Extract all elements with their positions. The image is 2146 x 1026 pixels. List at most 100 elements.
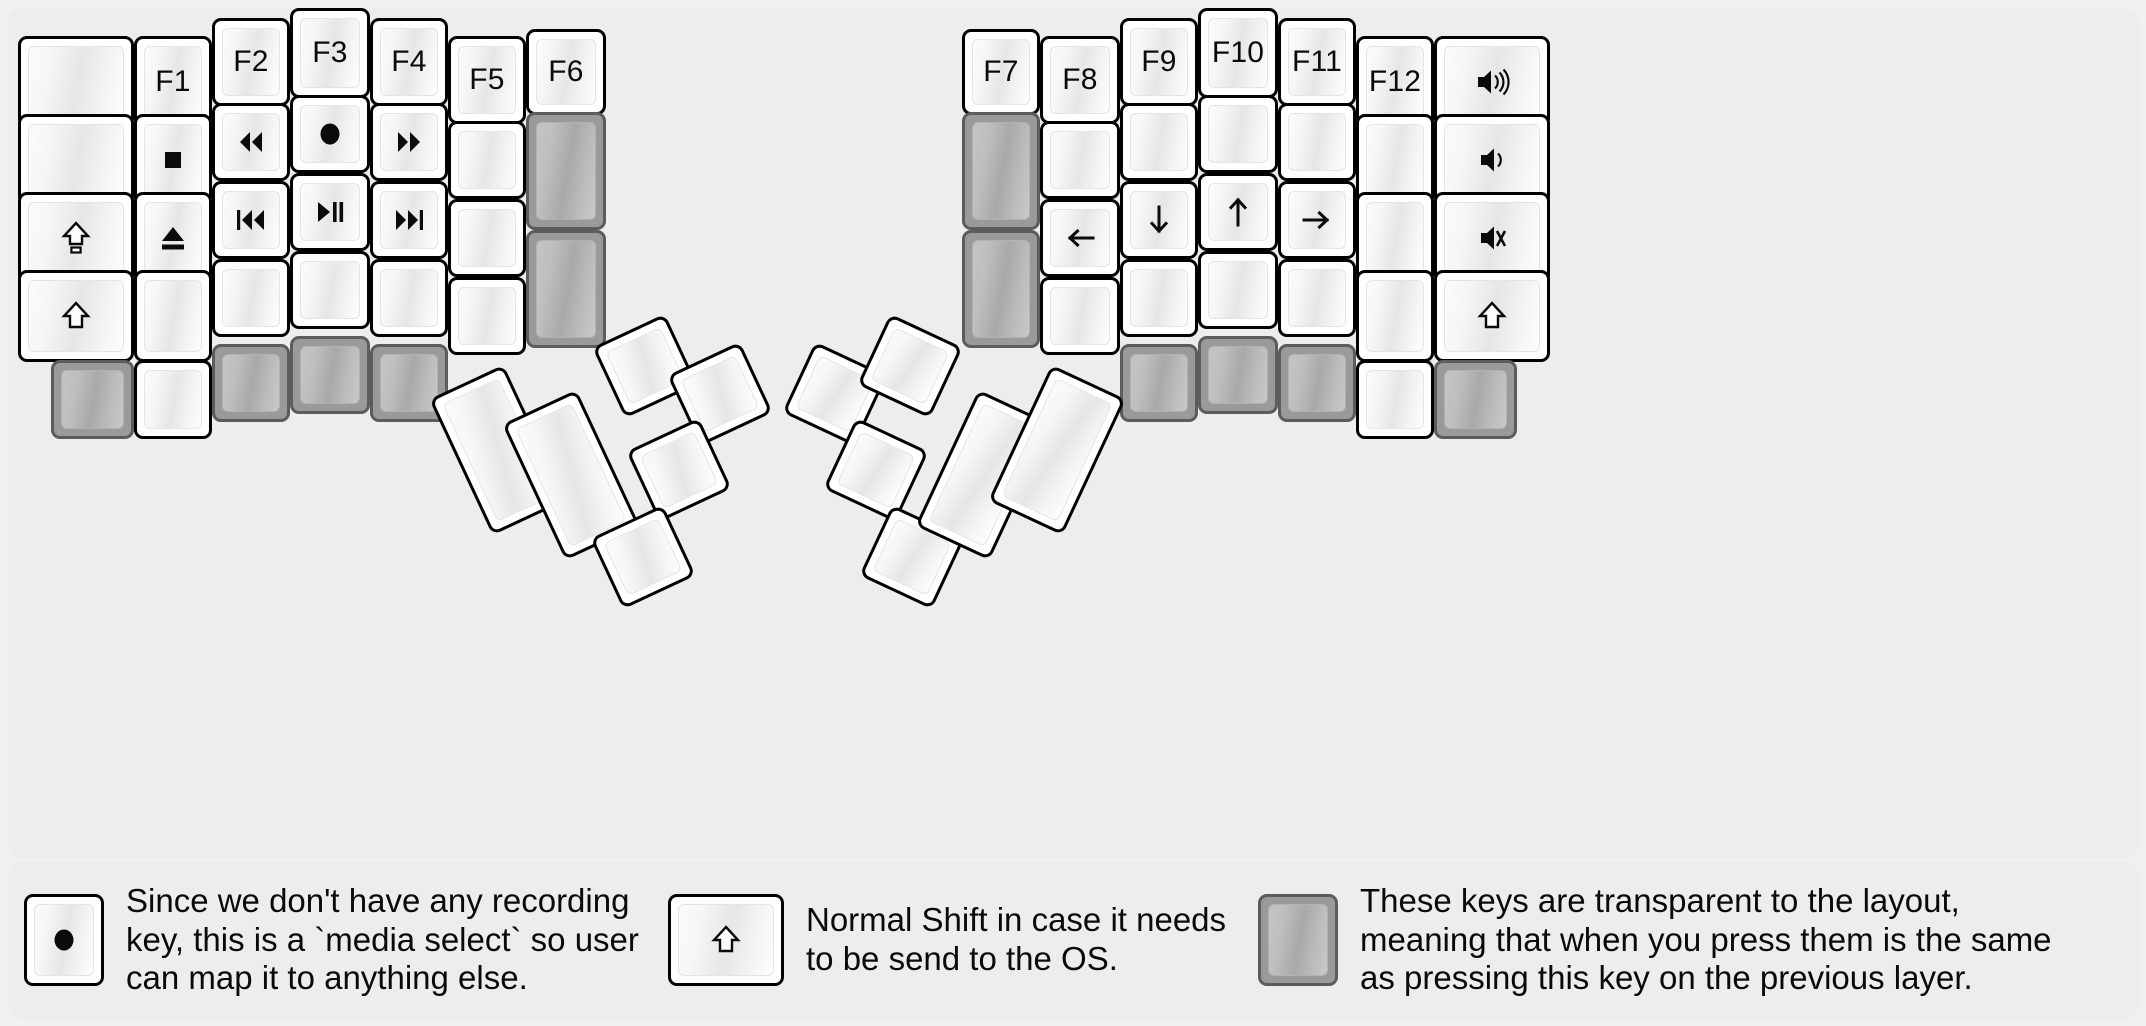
left-l-c4-r5[interactable] (290, 336, 370, 414)
right-r-c7-r2[interactable] (1434, 114, 1550, 206)
left-l-c4-r3[interactable] (290, 173, 370, 251)
left-l-c1-r3[interactable] (18, 192, 134, 284)
right-r-c7-r4[interactable] (1434, 270, 1550, 362)
right-r-c2-r1[interactable]: F8 (1040, 36, 1120, 124)
right-r-c1-r1[interactable]: F7 (962, 29, 1040, 115)
legend-description: Since we don't have any recording key, t… (126, 881, 639, 997)
right-r-c4-r1[interactable]: F10 (1198, 8, 1278, 98)
right-r-c2-r3[interactable] (1040, 199, 1120, 277)
key-label: F4 (391, 45, 427, 78)
right-r-c3-r2[interactable] (1120, 103, 1198, 181)
keycap-surface (1288, 28, 1346, 96)
right-r-c3-r5[interactable] (1120, 344, 1198, 422)
right-r-c5-r2[interactable] (1278, 103, 1356, 181)
left-l-c7-r1[interactable]: F6 (526, 29, 606, 115)
right-r-c2-r2[interactable] (1040, 121, 1120, 199)
keycap-surface (1130, 28, 1188, 96)
right-r-c5-r5[interactable] (1278, 344, 1356, 422)
right-r-c4-r4[interactable] (1198, 251, 1278, 329)
right-r-c4-r2[interactable] (1198, 95, 1278, 173)
keycap-surface (28, 46, 124, 118)
right-r-c5-r1[interactable]: F11 (1278, 18, 1356, 106)
left-l-c1-r4[interactable] (18, 270, 134, 362)
right-r-c4-r3[interactable] (1198, 173, 1278, 251)
left-l-c2-r3[interactable] (134, 192, 212, 284)
right-r-c3-r1[interactable]: F9 (1120, 18, 1198, 106)
key-label: F11 (1291, 45, 1343, 78)
keycap-surface (1050, 131, 1110, 189)
keycap-surface (458, 287, 516, 345)
key-label: F9 (1141, 45, 1177, 78)
left-l-c5-r3[interactable] (370, 181, 448, 259)
right-r-c2-r4[interactable] (1040, 277, 1120, 355)
left-l-c2-r5[interactable] (134, 360, 212, 439)
right-r-c4-r5[interactable] (1198, 336, 1278, 414)
left-l-c3-r5[interactable] (212, 344, 290, 422)
keycap-surface (1444, 370, 1507, 429)
left-l-c2-r4[interactable] (134, 270, 212, 362)
right-r-c6-r1[interactable]: F12 (1356, 36, 1434, 128)
right-r-c6-r5[interactable] (1356, 360, 1434, 439)
left-l-c6-r3[interactable] (448, 199, 526, 277)
keycap-surface (536, 122, 596, 220)
keycap-surface (1444, 46, 1540, 118)
left-l-c7-r3[interactable] (526, 230, 606, 348)
left-l-c5-r4[interactable] (370, 259, 448, 337)
arrow-up-icon (1218, 192, 1258, 232)
left-l-c5-r2[interactable] (370, 103, 448, 181)
shift-icon (706, 920, 746, 960)
right-r-c3-r4[interactable] (1120, 259, 1198, 337)
media-next-track-icon (389, 200, 429, 240)
left-l-c5-r1[interactable]: F4 (370, 18, 448, 106)
keycap-surface (1208, 105, 1268, 163)
right-r-c3-r3[interactable] (1120, 181, 1198, 259)
legend-description: These keys are transparent to the layout… (1360, 881, 2052, 997)
legend-normal-shift-sample[interactable] (668, 894, 784, 986)
right-r-c7-r3[interactable] (1434, 192, 1550, 284)
left-l-c7-r2[interactable] (526, 112, 606, 230)
keycap-surface (1288, 269, 1346, 327)
right-r-c6-r2[interactable] (1356, 114, 1434, 206)
keycap-surface (870, 327, 950, 405)
keycap-surface (458, 209, 516, 267)
left-l-c3-r3[interactable] (212, 181, 290, 259)
right-r-c5-r4[interactable] (1278, 259, 1356, 337)
keycap-surface (380, 113, 438, 171)
right-r-c1-r2[interactable] (962, 112, 1040, 230)
right-r-c1-r3[interactable] (962, 230, 1040, 348)
arrow-left-icon (1060, 218, 1100, 258)
volume-down-icon (1472, 140, 1512, 180)
media-prev-track-icon (231, 200, 271, 240)
left-l-c6-r1[interactable]: F5 (448, 36, 526, 124)
left-l-c6-r4[interactable] (448, 277, 526, 355)
left-l-c3-r4[interactable] (212, 259, 290, 337)
legend-panel: Since we don't have any recording key, t… (8, 862, 2138, 1018)
keycap-surface (536, 39, 596, 105)
left-l-c4-r2[interactable] (290, 95, 370, 173)
keycap-surface (1268, 904, 1328, 976)
left-l-c2-r2[interactable] (134, 114, 212, 206)
keycap-surface (1001, 377, 1113, 523)
right-r-c7-r5[interactable] (1434, 360, 1517, 439)
keycap-surface (1366, 124, 1424, 196)
keycap-surface (1366, 370, 1424, 429)
left-l-c4-r1[interactable]: F3 (290, 8, 370, 98)
left-l-c2-r1[interactable]: F1 (134, 36, 212, 128)
left-l-c4-r4[interactable] (290, 251, 370, 329)
legend-media-select-sample[interactable] (24, 894, 104, 986)
legend-key-sample (24, 894, 104, 986)
keycap-surface (300, 183, 360, 241)
right-r-c5-r3[interactable] (1278, 181, 1356, 259)
left-l-c5-r5[interactable] (370, 344, 448, 422)
left-l-c1-r1[interactable] (18, 36, 134, 128)
left-l-c1-r5[interactable] (51, 360, 134, 439)
right-r-c6-r3[interactable] (1356, 192, 1434, 284)
right-r-c7-r1[interactable] (1434, 36, 1550, 128)
right-r-c6-r4[interactable] (1356, 270, 1434, 362)
legend-transparent-keys-sample[interactable] (1258, 894, 1338, 986)
left-l-c6-r2[interactable] (448, 121, 526, 199)
left-l-c3-r2[interactable] (212, 103, 290, 181)
key-label: F3 (312, 36, 348, 69)
keycap-surface (222, 269, 280, 327)
keycap-surface (836, 431, 916, 509)
